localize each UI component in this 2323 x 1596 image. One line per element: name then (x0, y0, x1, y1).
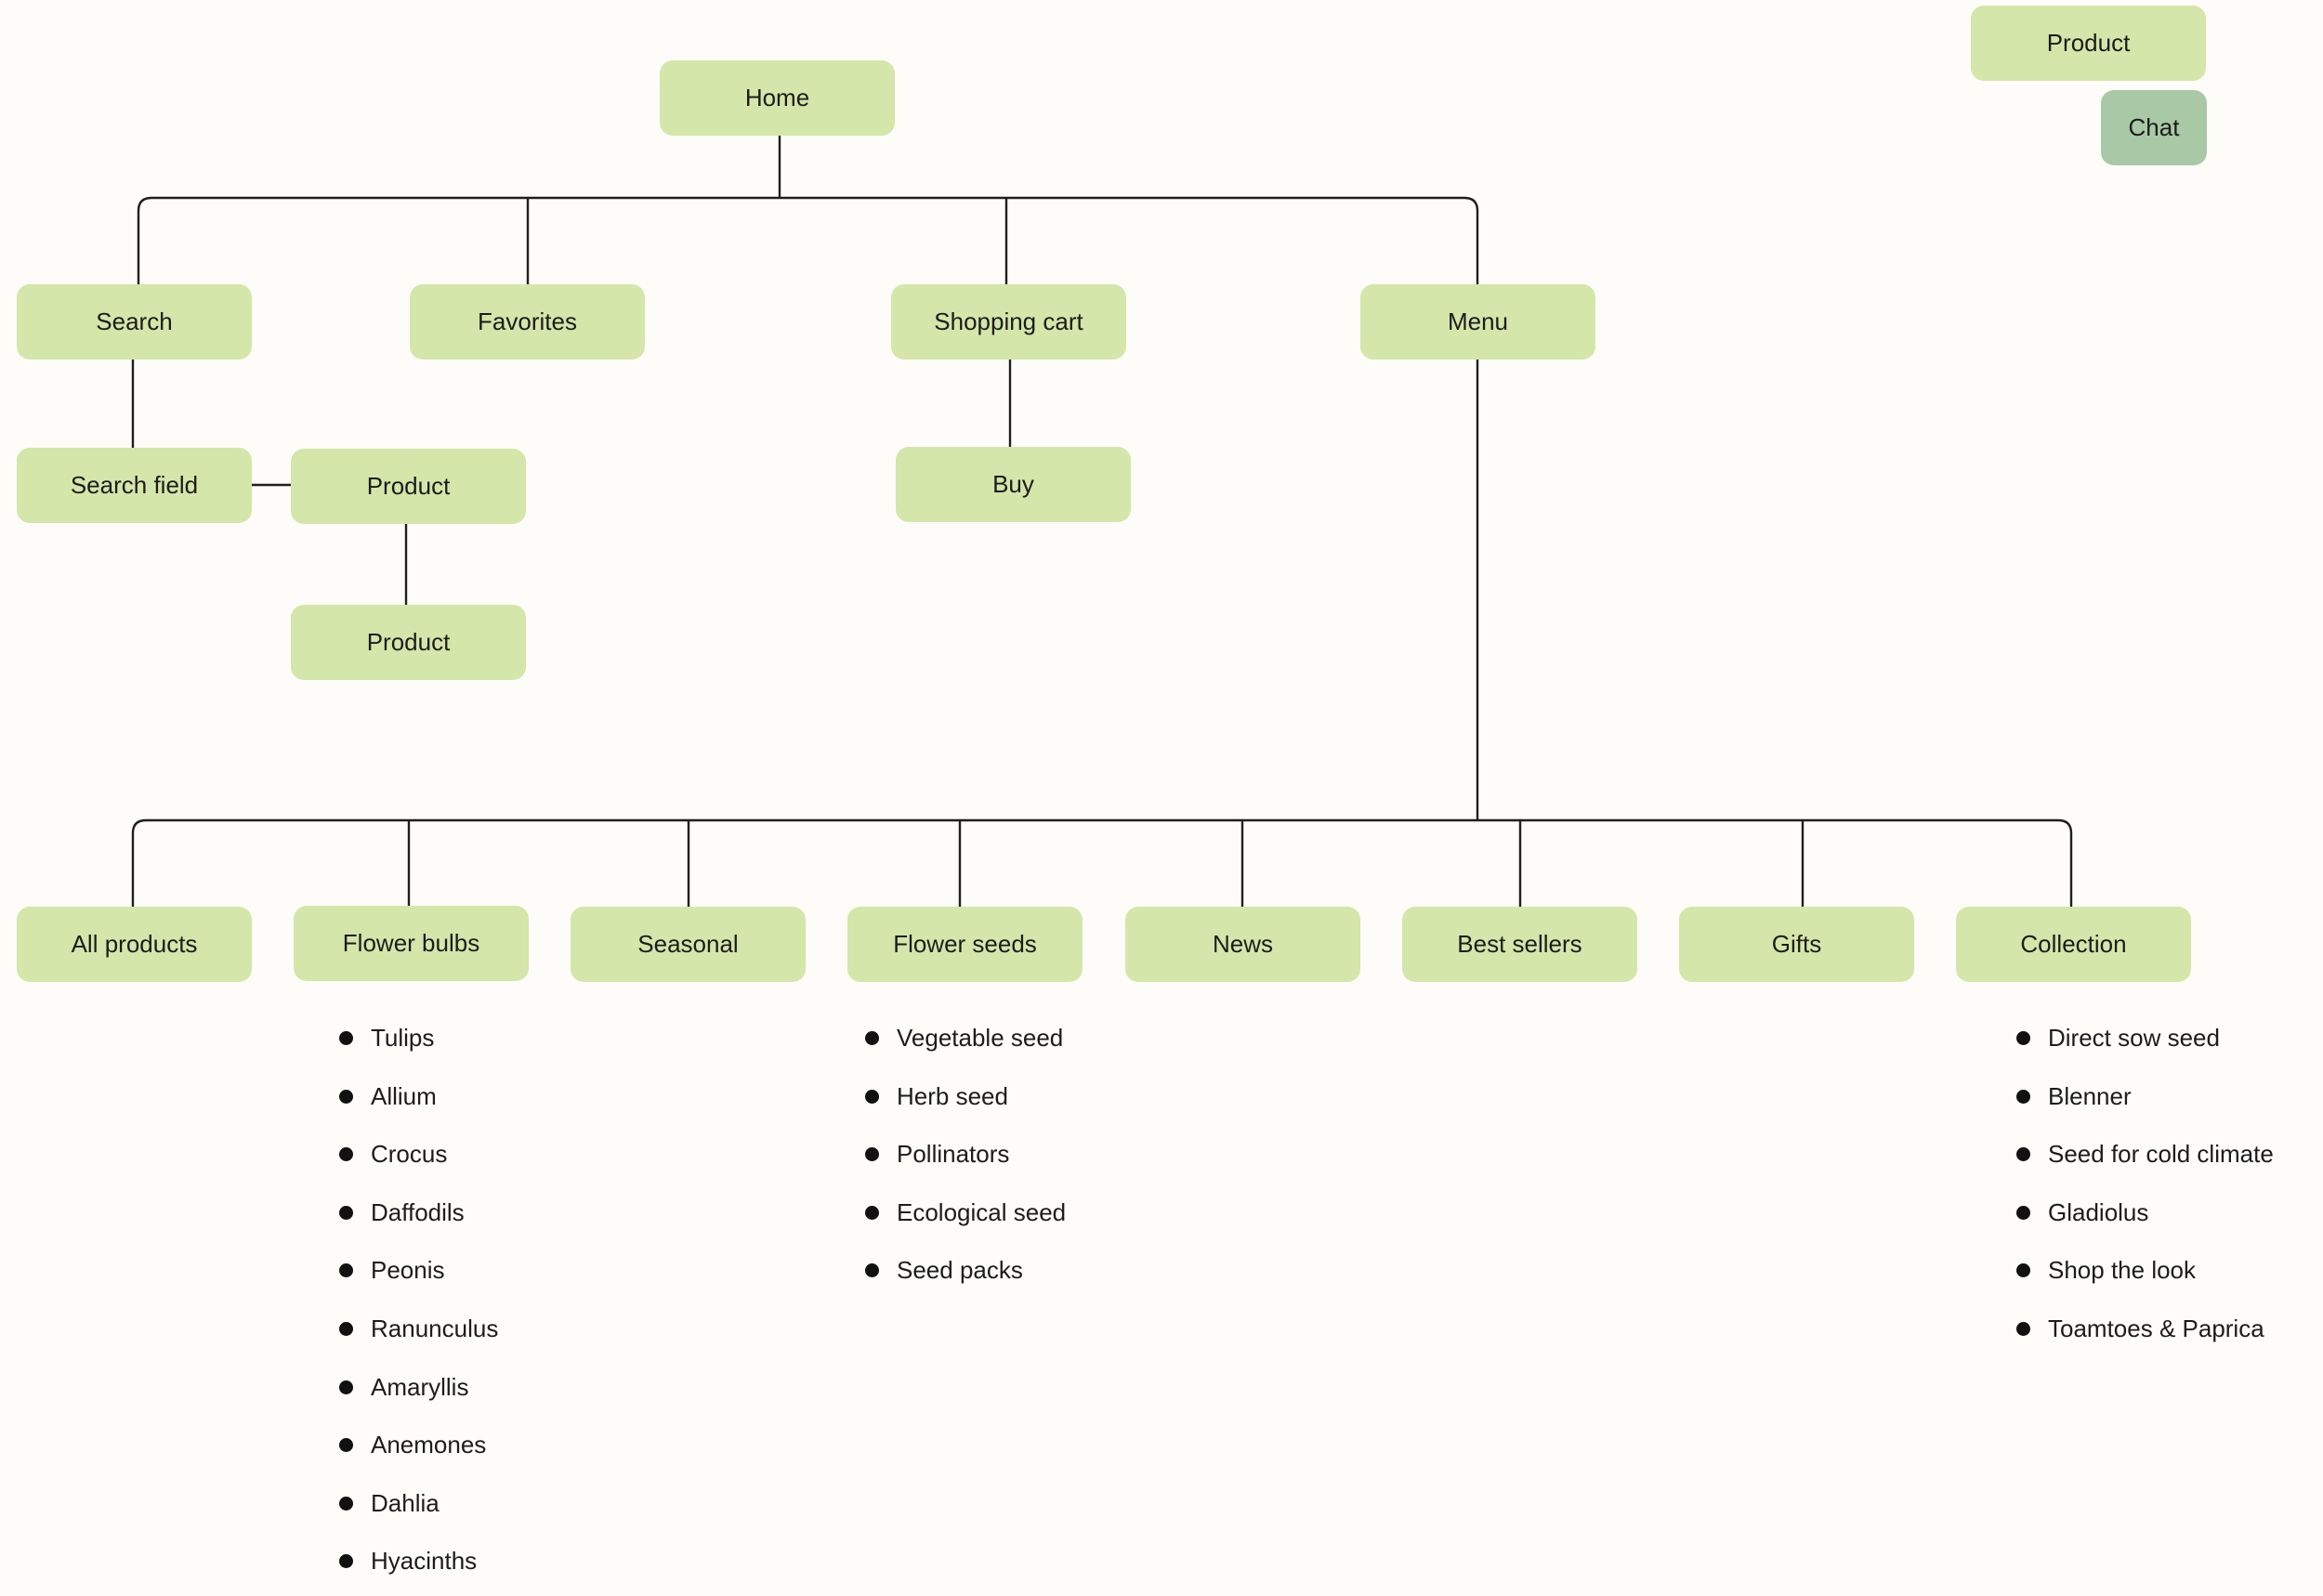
bullet-icon (2016, 1321, 2030, 1336)
list-item[interactable]: Shop the look (2016, 1252, 2274, 1288)
node-menu[interactable]: Menu (1360, 284, 1595, 360)
bullet-icon (339, 1554, 353, 1569)
node-flower-seeds[interactable]: Flower seeds (847, 907, 1083, 982)
node-all-products[interactable]: All products (17, 907, 252, 982)
node-shopping-cart[interactable]: Shopping cart (891, 284, 1126, 360)
node-search-field[interactable]: Search field (17, 448, 252, 523)
flower-bulbs-list: Tulips Allium Crocus Daffodils Peonis Ra… (339, 1020, 498, 1596)
node-search[interactable]: Search (17, 284, 252, 360)
bullet-icon (339, 1089, 353, 1104)
list-item[interactable]: Blenner (2016, 1079, 2274, 1114)
bullet-icon (865, 1089, 879, 1104)
legend-chat[interactable]: Chat (2101, 90, 2207, 165)
list-item[interactable]: Crocus (339, 1136, 498, 1171)
bullet-icon (339, 1031, 353, 1045)
bullet-icon (865, 1205, 879, 1220)
bullet-icon (2016, 1205, 2030, 1220)
node-news[interactable]: News (1125, 907, 1360, 982)
node-gifts[interactable]: Gifts (1679, 907, 1914, 982)
bullet-icon (2016, 1263, 2030, 1278)
bullet-icon (339, 1263, 353, 1278)
bullet-icon (339, 1380, 353, 1394)
list-item[interactable]: Gladiolus (2016, 1195, 2274, 1230)
connector-level2-bus (131, 818, 2073, 907)
node-flower-bulbs[interactable]: Flower bulbs (294, 906, 529, 981)
list-item[interactable]: Herb seed (865, 1079, 1066, 1114)
list-item[interactable]: Ecological seed (865, 1195, 1066, 1230)
node-search-product-detail[interactable]: Product (291, 605, 526, 680)
list-item[interactable]: Anemones (339, 1427, 498, 1462)
list-item[interactable]: Hyacinths (339, 1543, 498, 1578)
flower-seeds-list: Vegetable seed Herb seed Pollinators Eco… (865, 1020, 1066, 1311)
list-item[interactable]: Peonis (339, 1252, 498, 1288)
list-item[interactable]: Ranunculus (339, 1311, 498, 1346)
bullet-icon (339, 1147, 353, 1162)
list-item[interactable]: Daffodils (339, 1195, 498, 1230)
node-seasonal[interactable]: Seasonal (571, 907, 806, 982)
bullet-icon (865, 1147, 879, 1162)
bullet-icon (339, 1438, 353, 1453)
list-item[interactable]: Dahlia (339, 1485, 498, 1521)
list-item[interactable]: Seed packs (865, 1252, 1066, 1288)
bullet-icon (2016, 1089, 2030, 1104)
bullet-icon (339, 1321, 353, 1336)
node-home[interactable]: Home (660, 60, 895, 136)
node-best-sellers[interactable]: Best sellers (1402, 907, 1637, 982)
bullet-icon (2016, 1147, 2030, 1162)
list-item[interactable]: Pollinators (865, 1136, 1066, 1171)
legend-product[interactable]: Product (1971, 6, 2206, 81)
bullet-icon (339, 1496, 353, 1511)
bullet-icon (2016, 1031, 2030, 1045)
bullet-icon (339, 1205, 353, 1220)
connector-level1-bus (137, 196, 1479, 284)
node-favorites[interactable]: Favorites (410, 284, 645, 360)
list-item[interactable]: Allium (339, 1079, 498, 1114)
node-collection[interactable]: Collection (1956, 907, 2191, 982)
node-buy[interactable]: Buy (896, 447, 1131, 522)
list-item[interactable]: Direct sow seed (2016, 1020, 2274, 1055)
list-item[interactable]: Toamtoes & Paprica (2016, 1311, 2274, 1346)
collection-list: Direct sow seed Blenner Seed for cold cl… (2016, 1020, 2274, 1369)
list-item[interactable]: Seed for cold climate (2016, 1136, 2274, 1171)
bullet-icon (865, 1031, 879, 1045)
node-search-product[interactable]: Product (291, 449, 526, 524)
bullet-icon (865, 1263, 879, 1278)
list-item[interactable]: Amaryllis (339, 1369, 498, 1405)
list-item[interactable]: Tulips (339, 1020, 498, 1055)
list-item[interactable]: Vegetable seed (865, 1020, 1066, 1055)
